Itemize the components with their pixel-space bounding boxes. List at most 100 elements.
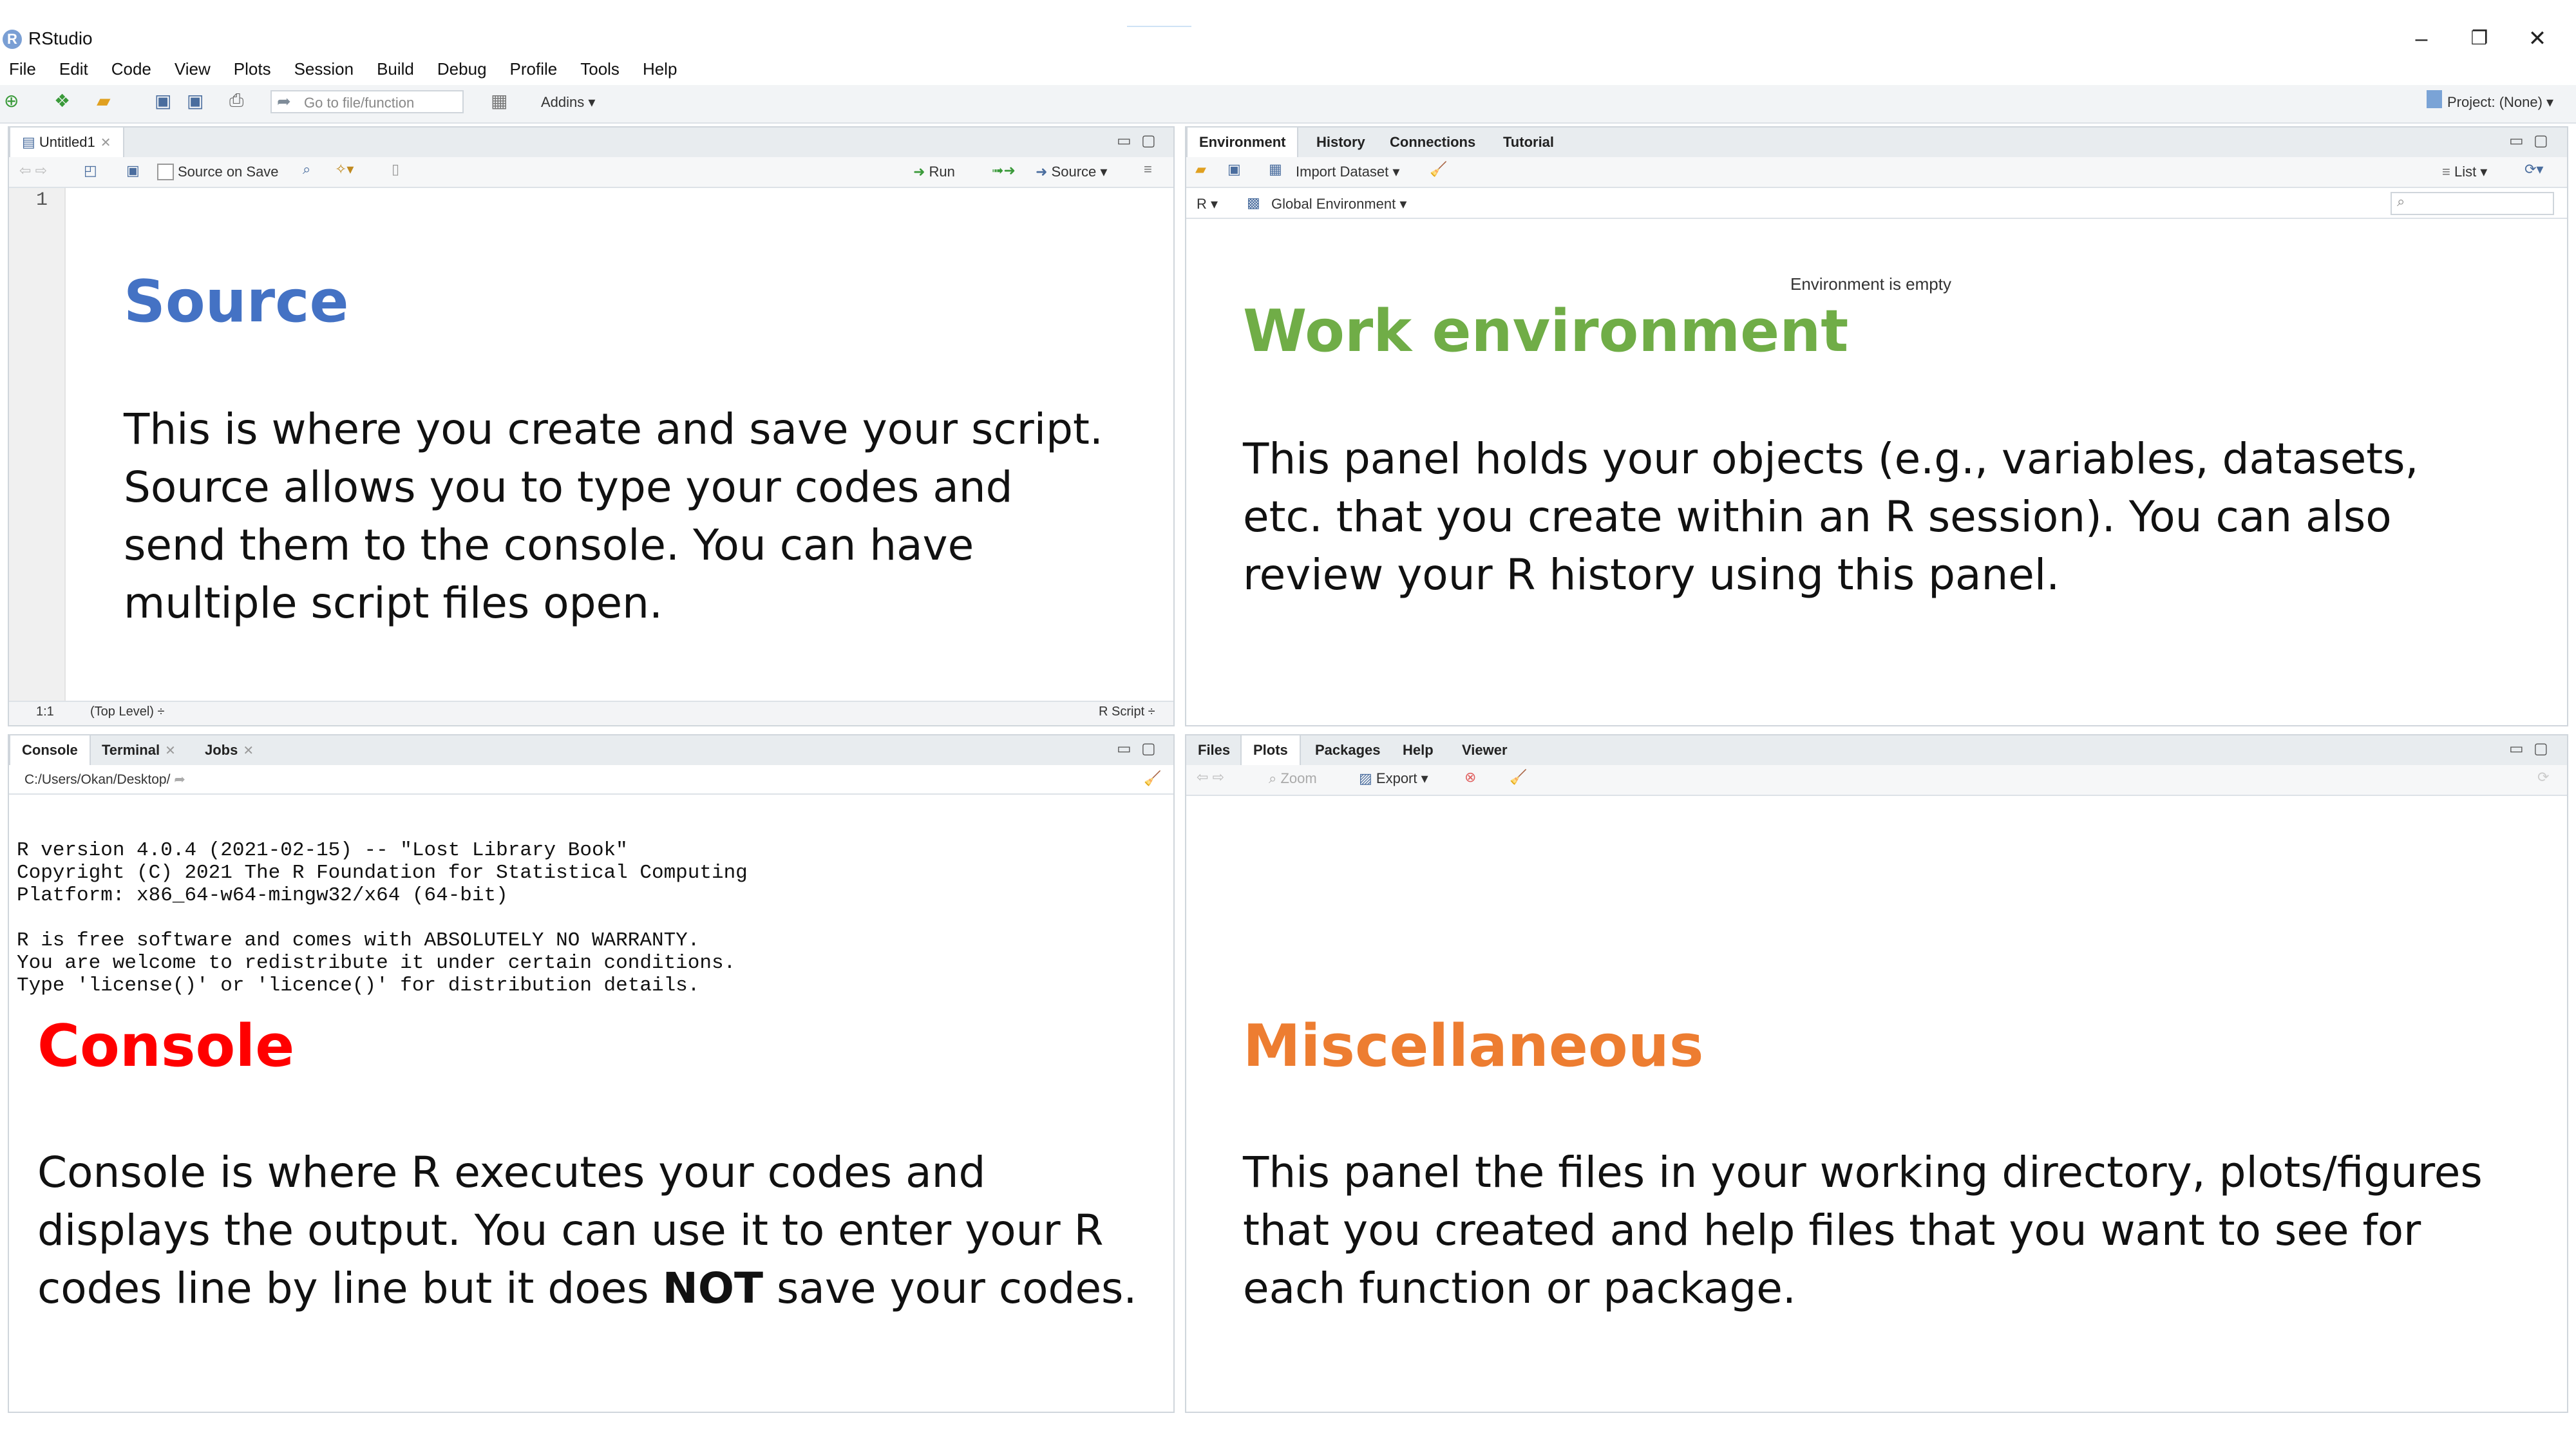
source-button[interactable]: ➜ Source ▾: [1036, 164, 1108, 180]
close-button[interactable]: ✕: [2528, 26, 2547, 51]
menu-file[interactable]: File: [9, 59, 36, 79]
save-workspace-icon[interactable]: ▣: [1227, 161, 1241, 177]
menu-profile[interactable]: Profile: [509, 59, 558, 79]
working-directory-path[interactable]: C:/Users/Okan/Desktop/ ➦: [24, 772, 185, 788]
zoom-icon: ⌕: [1269, 770, 1281, 786]
console-output[interactable]: R version 4.0.4 (2021-02-15) -- "Lost Li…: [17, 817, 748, 1019]
tab-viewer[interactable]: Viewer: [1462, 742, 1508, 758]
run-button[interactable]: ➜ Run: [913, 164, 955, 180]
minimize-env-pane-icon[interactable]: ▭: [2509, 132, 2524, 149]
tab-jobs[interactable]: Jobs ✕: [193, 735, 265, 765]
console-heading: Console: [37, 1012, 295, 1080]
tab-tutorial[interactable]: Tutorial: [1503, 134, 1555, 150]
menu-plots[interactable]: Plots: [233, 59, 271, 79]
clear-console-icon[interactable]: 🧹: [1144, 770, 1162, 786]
source-on-save-label: Source on Save: [178, 164, 279, 180]
goto-file-input[interactable]: Go to file/function: [270, 90, 464, 113]
clear-plots-icon[interactable]: 🧹: [1510, 769, 1528, 785]
environment-search-input[interactable]: [2391, 192, 2554, 215]
miscellaneous-description: This panel the files in your working dir…: [1243, 1148, 2483, 1313]
minimize-console-pane-icon[interactable]: ▭: [1117, 740, 1132, 757]
restore-button[interactable]: ❐: [2470, 28, 2488, 49]
files-tabbar: [1186, 735, 2567, 766]
menu-tools[interactable]: Tools: [580, 59, 620, 79]
tab-jobs-label: Jobs: [205, 742, 238, 758]
outline-icon[interactable]: ▯: [392, 161, 400, 177]
import-dataset-dropdown[interactable]: Import Dataset ▾: [1296, 164, 1400, 180]
tab-packages[interactable]: Packages: [1315, 742, 1381, 758]
maximize-misc-pane-icon[interactable]: ▢: [2533, 740, 2548, 757]
menu-build[interactable]: Build: [377, 59, 414, 79]
grid-layout-icon[interactable]: ▦: [491, 91, 508, 111]
save-script-icon[interactable]: ▣: [126, 162, 140, 178]
source-on-save-checkbox[interactable]: [157, 164, 174, 180]
global-environment-dropdown[interactable]: Global Environment ▾: [1271, 196, 1407, 212]
tab-files[interactable]: Files: [1198, 742, 1231, 758]
maximize-pane-icon[interactable]: ▢: [1141, 132, 1156, 149]
project-dropdown[interactable]: Project: (None) ▾: [2447, 94, 2554, 110]
scope-selector[interactable]: (Top Level) ÷: [90, 705, 165, 719]
rerun-icon[interactable]: ➟➜: [992, 162, 1016, 178]
menu-code[interactable]: Code: [111, 59, 151, 79]
code-tools-icon[interactable]: ✧▾: [335, 161, 354, 177]
clear-broom-icon[interactable]: 🧹: [1430, 161, 1448, 177]
maximize-env-pane-icon[interactable]: ▢: [2533, 132, 2548, 149]
file-type-selector[interactable]: R Script ÷: [1099, 705, 1155, 719]
work-environment-heading: Work environment: [1243, 298, 1849, 365]
menu-view[interactable]: View: [174, 59, 211, 79]
source-heading: Source: [124, 268, 349, 336]
maximize-console-pane-icon[interactable]: ▢: [1141, 740, 1156, 757]
zoom-button[interactable]: ⌕ Zoom: [1269, 770, 1317, 787]
menu-help[interactable]: Help: [642, 59, 677, 79]
minimize-misc-pane-icon[interactable]: ▭: [2509, 740, 2524, 757]
tab-history[interactable]: History: [1316, 134, 1365, 150]
console-path-bar: [9, 765, 1173, 795]
addins-dropdown[interactable]: Addins ▾: [541, 94, 596, 110]
new-project-icon[interactable]: ❖: [54, 91, 71, 111]
menu-session[interactable]: Session: [294, 59, 354, 79]
tab-help[interactable]: Help: [1403, 742, 1434, 758]
refresh-viewer-icon[interactable]: ⟳: [2537, 769, 2550, 785]
find-icon[interactable]: ⌕: [303, 161, 311, 177]
load-workspace-icon[interactable]: ▰: [1195, 161, 1206, 177]
run-label: Run: [929, 164, 955, 180]
save-icon[interactable]: ▣: [155, 91, 172, 111]
export-button[interactable]: ▨ Export ▾: [1359, 770, 1428, 787]
tab-terminal[interactable]: Terminal✕: [90, 735, 187, 765]
list-view-label: List ▾: [2454, 164, 2488, 180]
plot-nav-arrows-icon[interactable]: ⇦ ⇨: [1197, 769, 1224, 785]
document-outline-icon[interactable]: ≡: [1144, 161, 1152, 177]
go-to-directory-icon[interactable]: ➦: [174, 772, 185, 787]
minimize-pane-icon[interactable]: ▭: [1117, 132, 1132, 149]
console-line: R version 4.0.4 (2021-02-15) -- "Lost Li…: [17, 839, 628, 862]
tab-connections[interactable]: Connections: [1390, 134, 1476, 150]
console-line: You are welcome to redistribute it under…: [17, 952, 736, 974]
source-arrow-icon: ➜: [1036, 164, 1052, 180]
close-jobs-icon[interactable]: ✕: [243, 744, 254, 758]
tab-environment[interactable]: Environment: [1186, 128, 1299, 157]
source-label: Source: [1051, 164, 1097, 180]
tab-console[interactable]: Console: [9, 735, 91, 765]
save-all-icon[interactable]: ▣: [187, 91, 204, 111]
console-line: Copyright (C) 2021 The R Foundation for …: [17, 862, 748, 884]
close-tab-icon[interactable]: ✕: [100, 136, 111, 150]
new-file-icon[interactable]: ⊕: [4, 91, 19, 111]
title-bar: [0, 0, 2576, 77]
tab-plots[interactable]: Plots: [1240, 735, 1301, 765]
menu-edit[interactable]: Edit: [59, 59, 88, 79]
list-view-dropdown[interactable]: ≡ List ▾: [2442, 164, 2487, 180]
source-status-bar: [9, 701, 1173, 725]
back-arrow-icon[interactable]: ⇦ ⇨: [19, 162, 47, 178]
refresh-icon[interactable]: ⟳▾: [2524, 161, 2544, 177]
export-label: Export ▾: [1376, 770, 1428, 786]
tab-untitled1[interactable]: ▤ Untitled1✕: [9, 128, 124, 157]
source-pane: [8, 126, 1175, 726]
minimize-button[interactable]: –: [2415, 26, 2428, 51]
remove-plot-icon[interactable]: ⊗: [1464, 769, 1477, 785]
show-in-window-icon[interactable]: ◰: [84, 162, 97, 178]
open-file-icon[interactable]: ▰: [97, 91, 111, 111]
print-icon[interactable]: ⎙: [229, 90, 244, 110]
menu-debug[interactable]: Debug: [437, 59, 487, 79]
close-terminal-icon[interactable]: ✕: [165, 744, 176, 758]
r-language-dropdown[interactable]: R ▾: [1197, 196, 1218, 212]
